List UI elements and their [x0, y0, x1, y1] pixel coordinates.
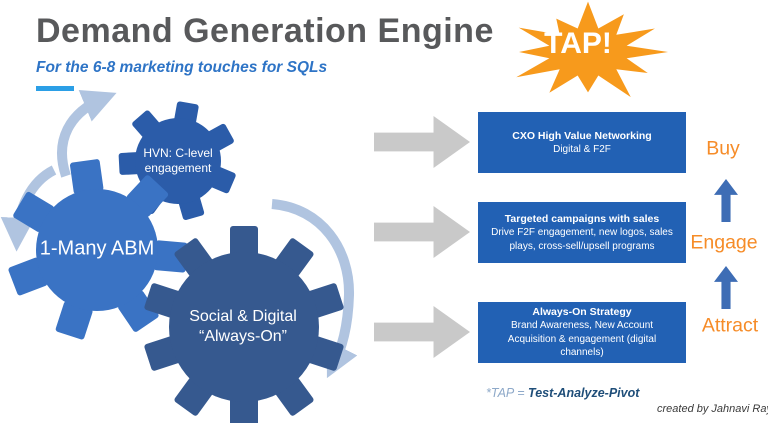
tap-starburst-icon: [516, 1, 669, 98]
stage-box-subtitle: Brand Awareness, New Account Acquisition…: [507, 320, 657, 359]
gear-label-one-many-abm: 1-Many ABM: [39, 237, 155, 260]
tap-footnote-value: Test-Analyze-Pivot: [528, 386, 640, 400]
stage-box-title: Always-On Strategy: [532, 306, 632, 319]
stage-box-engage: Targeted campaigns with sales Drive F2F …: [478, 202, 686, 263]
gear-one-many-abm: [8, 159, 188, 340]
gear-social-digital: [144, 226, 344, 423]
credit-line: created by Jahnavi Ray: [657, 403, 768, 415]
stage-label-attract: Attract: [701, 314, 759, 337]
stage-box-title: CXO High Value Networking: [512, 129, 652, 142]
stage-box-subtitle: Drive F2F engagement, new logos, sales p…: [491, 227, 673, 252]
stage-box-buy: CXO High Value Networking Digital & F2F: [478, 112, 686, 173]
tap-footnote: *TAP = Test-Analyze-Pivot: [486, 386, 639, 400]
stage-box-subtitle: Digital & F2F: [553, 143, 611, 155]
stage-box-attract: Always-On Strategy Brand Awareness, New …: [478, 302, 686, 363]
tap-burst-label: TAP!: [544, 27, 612, 60]
gear-label-hvn: HVN: C-level engagement: [143, 146, 213, 175]
page-subtitle: For the 6-8 marketing touches for SQLs: [36, 59, 328, 76]
page-title: Demand Generation Engine: [36, 12, 494, 50]
stage-label-engage: Engage: [690, 231, 758, 254]
stage-label-buy: Buy: [706, 137, 740, 160]
gear-label-social-digital: Social & Digital “Always-On”: [189, 308, 297, 345]
cycle-arrow-up-icon: [57, 90, 117, 178]
accent-underline: [36, 86, 74, 91]
tap-footnote-label: *TAP =: [486, 386, 529, 400]
stage-box-title: Targeted campaigns with sales: [504, 212, 660, 225]
